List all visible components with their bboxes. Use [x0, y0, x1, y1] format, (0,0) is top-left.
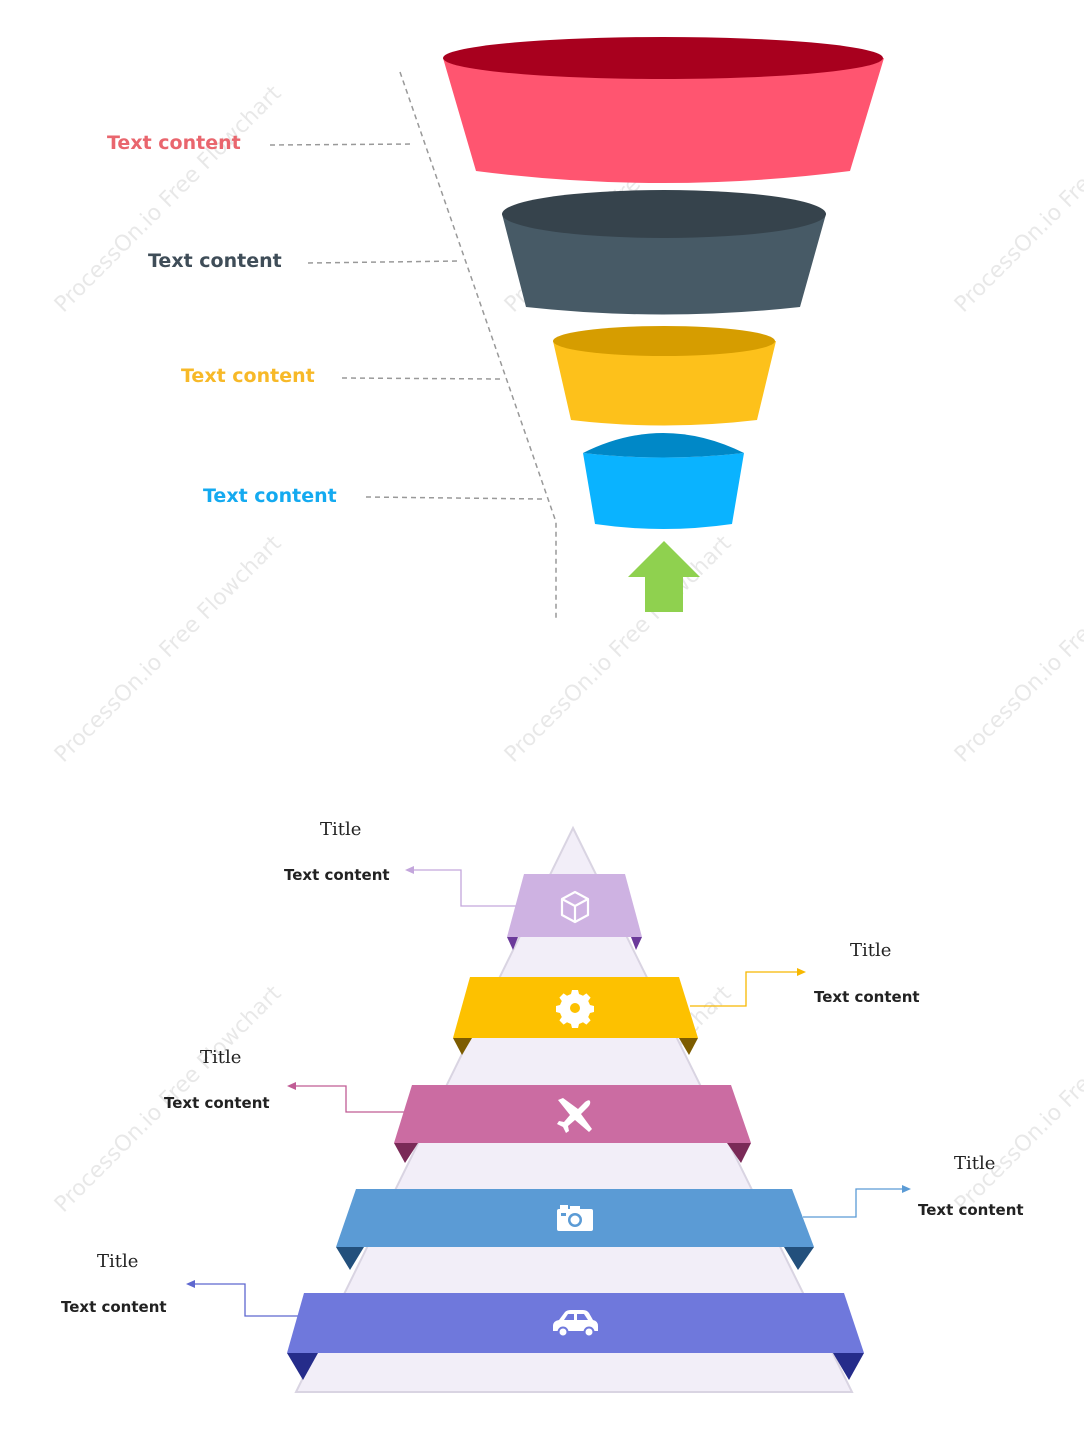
funnel-level-3-rim [553, 326, 775, 356]
funnel-spine-line [399, 71, 557, 620]
airplane-icon [557, 1098, 592, 1133]
pyramid-connector-4 [803, 1188, 903, 1218]
funnel-label-4: Text content [203, 485, 337, 507]
pyramid-title-2: Title [850, 940, 892, 961]
band-fold-right [833, 1353, 864, 1380]
arrowhead-icon [405, 866, 414, 874]
funnel-connector-3 [341, 377, 501, 380]
pyramid-text-3: Text content [164, 1094, 270, 1112]
funnel-connector-1 [269, 143, 415, 146]
funnel-level-4 [583, 433, 744, 529]
funnel-level-1 [443, 37, 884, 183]
pyramid-connector-3 [295, 1085, 404, 1113]
funnel-connectors [269, 71, 557, 620]
car-icon [553, 1310, 598, 1338]
funnel-label-3: Text content [181, 365, 315, 387]
funnel-level-2-body [502, 214, 826, 315]
band-fold-left [394, 1143, 418, 1163]
funnel-connector-4 [365, 496, 543, 500]
band-fold-left [453, 1038, 472, 1055]
pyramid-connectors [194, 869, 903, 1317]
pyramid [186, 825, 911, 1393]
pyramid-title-3: Title [200, 1047, 242, 1068]
pyramid-text-4: Text content [918, 1201, 1024, 1219]
band-fold-right [727, 1143, 751, 1163]
pyramid-connector-2 [690, 971, 798, 1007]
band-fold-left [287, 1353, 318, 1380]
band-fold-left [336, 1247, 364, 1270]
funnel [269, 37, 884, 620]
funnel-level-1-body [443, 58, 884, 183]
funnel-label-2: Text content [148, 250, 282, 272]
band-fold-right [679, 1038, 698, 1055]
band-fold-right [631, 937, 642, 950]
pyramid-text-1: Text content [284, 866, 390, 884]
funnel-level-3 [553, 326, 776, 426]
funnel-level-1-rim [443, 37, 883, 79]
pyramid-title-1: Title [320, 819, 362, 840]
arrowhead-icon [186, 1280, 195, 1288]
pyramid-text-2: Text content [814, 988, 920, 1006]
funnel-level-3-body [553, 341, 776, 426]
arrowhead-icon [287, 1082, 296, 1090]
pyramid-title-4: Title [954, 1153, 996, 1174]
funnel-level-4-body [583, 453, 744, 529]
band-fold-left [507, 937, 518, 950]
pyramid-text-5: Text content [61, 1298, 167, 1316]
arrowhead-icon [797, 968, 806, 976]
funnel-level-2 [502, 190, 826, 315]
pyramid-connector-1 [413, 869, 518, 907]
funnel-connector-2 [307, 260, 461, 264]
pyramid-title-5: Title [97, 1251, 139, 1272]
arrowhead-icon [902, 1185, 911, 1193]
funnel-level-2-rim [502, 190, 826, 238]
funnel-arrow-up-icon [628, 541, 700, 612]
band-fold-right [784, 1247, 814, 1270]
camera-icon [557, 1205, 593, 1231]
pyramid-connector-heads [186, 866, 911, 1288]
funnel-label-1: Text content [107, 132, 241, 154]
gear-icon [556, 990, 594, 1028]
pyramid-connector-5 [194, 1283, 298, 1317]
funnel-level-4-rim [583, 433, 744, 458]
cube-icon [560, 890, 590, 924]
